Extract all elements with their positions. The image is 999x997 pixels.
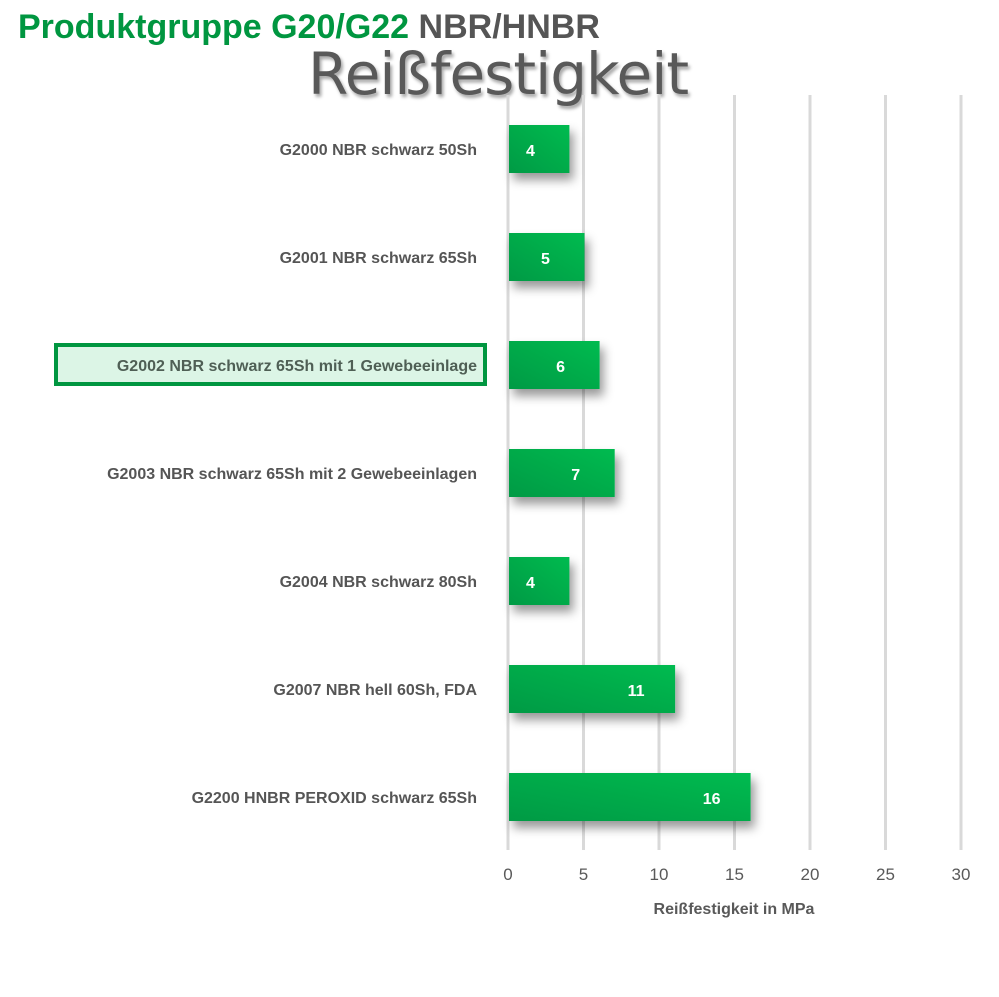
- bar: [509, 125, 570, 173]
- bar: [509, 233, 585, 281]
- category-label: G2000 NBR schwarz 50Sh: [280, 142, 477, 159]
- data-label: 6: [556, 359, 565, 376]
- category-label: G2003 NBR schwarz 65Sh mit 2 Gewebeeinla…: [107, 466, 477, 483]
- x-tick-label: 30: [952, 865, 971, 884]
- data-label: 5: [541, 251, 550, 268]
- category-label: G2002 NBR schwarz 65Sh mit 1 Gewebeeinla…: [117, 358, 477, 375]
- category-label: G2001 NBR schwarz 65Sh: [280, 250, 477, 267]
- data-label: 7: [571, 467, 580, 484]
- x-tick-label: 25: [876, 865, 895, 884]
- highlight-box: [54, 343, 487, 386]
- x-tick-label: 0: [503, 865, 512, 884]
- x-tick-label: 20: [801, 865, 820, 884]
- data-label: 4: [526, 575, 535, 592]
- data-label: 11: [628, 683, 645, 700]
- x-tick-label: 10: [650, 865, 669, 884]
- page-title: Produktgruppe G20/G22 NBR/HNBR: [18, 8, 600, 47]
- x-tick-label: 5: [579, 865, 588, 884]
- bar: [509, 665, 676, 713]
- chart-subtitle: Reißfestigkeit: [308, 40, 689, 108]
- data-label: 16: [703, 791, 721, 808]
- bar: [509, 773, 751, 821]
- bar: [509, 557, 570, 605]
- x-axis-label: Reißfestigkeit in MPa: [654, 901, 815, 918]
- title-gray: NBR/HNBR: [418, 8, 600, 46]
- title-green: Produktgruppe G20/G22: [18, 8, 410, 46]
- x-tick-label: 15: [725, 865, 744, 884]
- category-label: G2004 NBR schwarz 80Sh: [280, 574, 477, 591]
- data-label: 4: [526, 143, 535, 160]
- bar: [509, 449, 615, 497]
- category-label: G2200 HNBR PEROXID schwarz 65Sh: [192, 790, 477, 807]
- bar: [509, 341, 600, 389]
- category-label: G2007 NBR hell 60Sh, FDA: [273, 682, 477, 699]
